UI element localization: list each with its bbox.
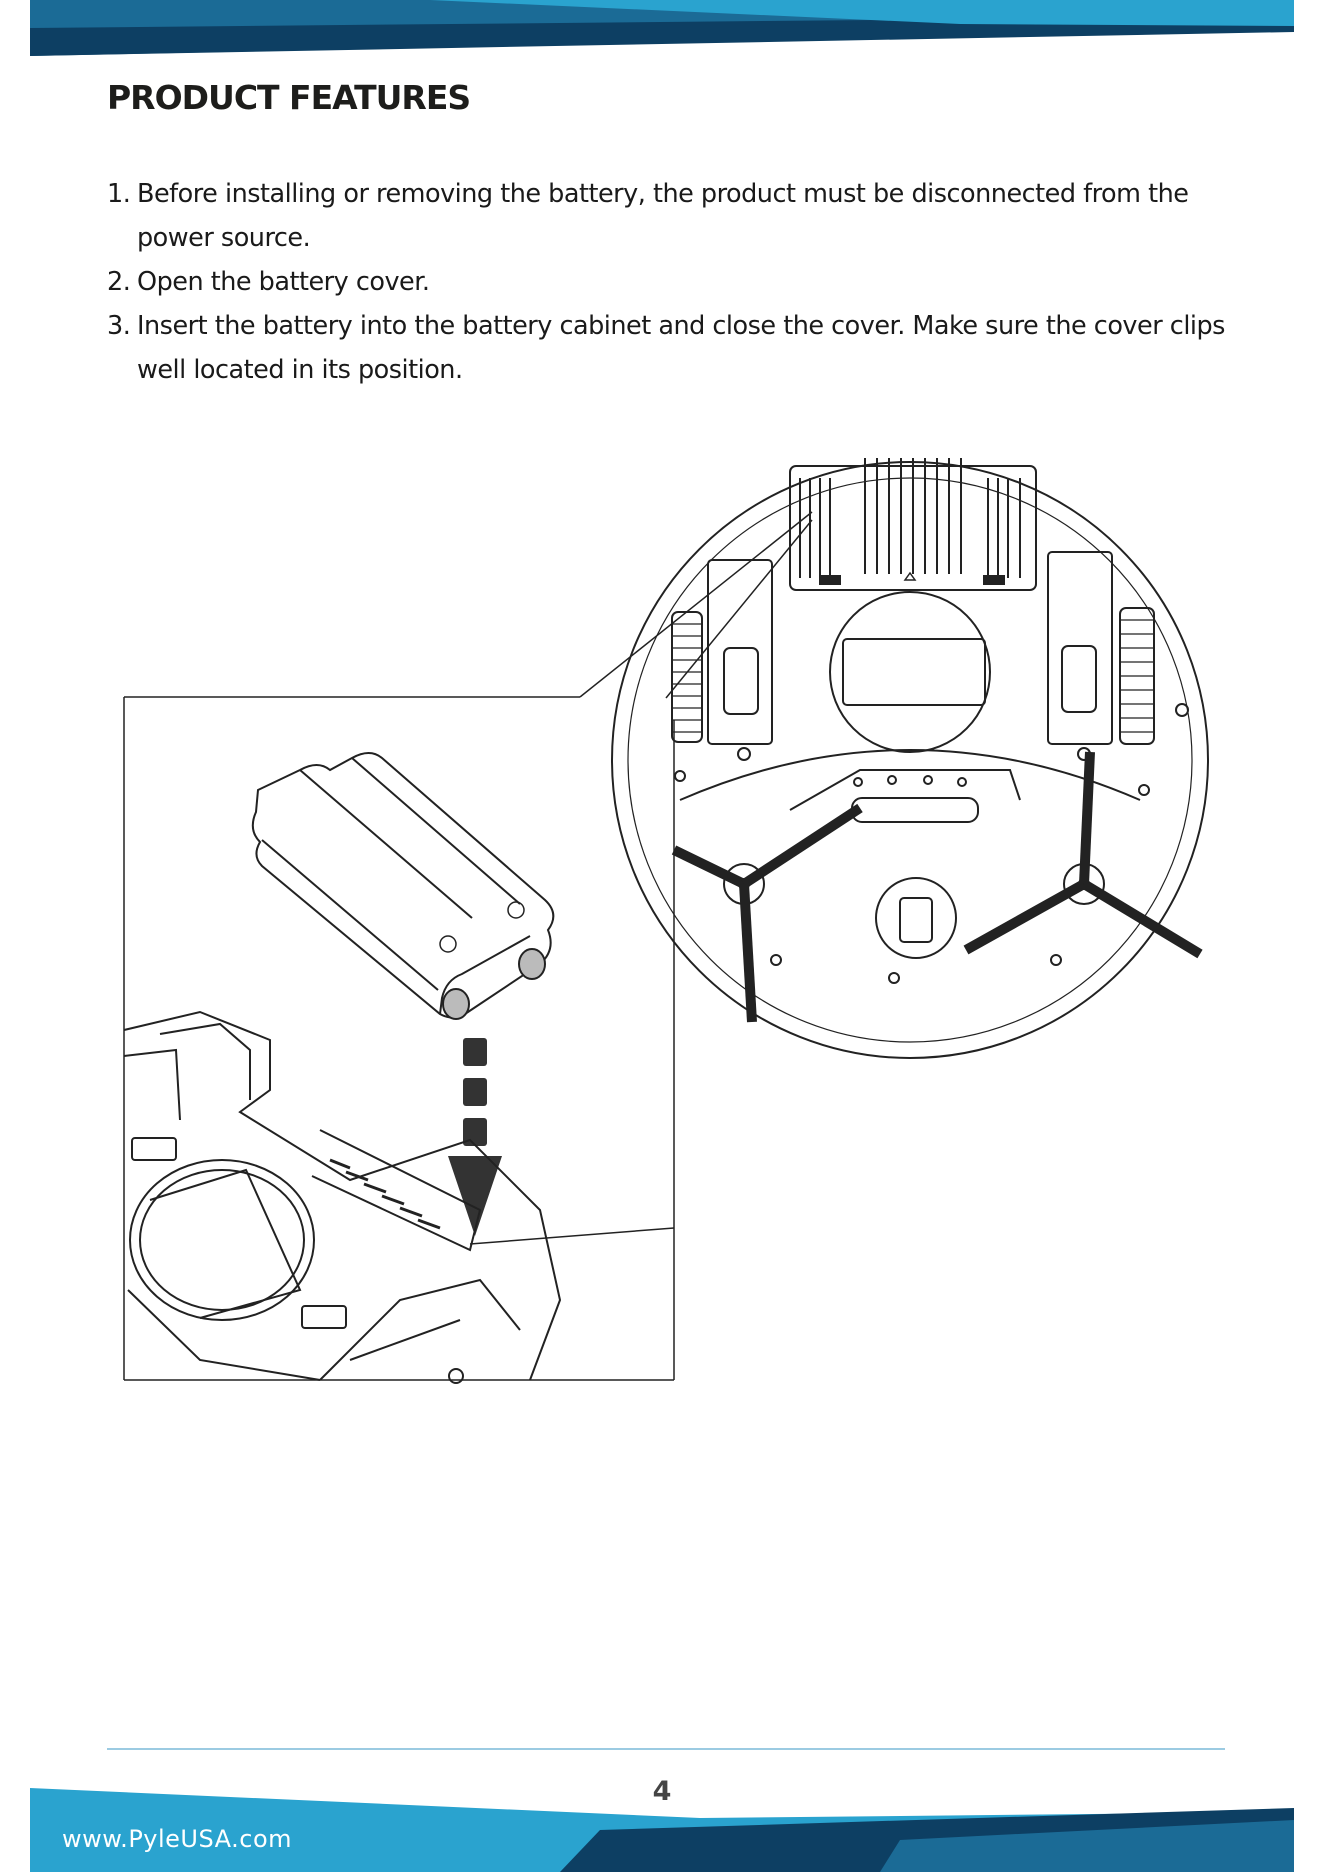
battery-pack-illustration bbox=[253, 753, 554, 1019]
page-number: 4 bbox=[0, 1776, 1324, 1807]
battery-compartment-illustration bbox=[124, 1012, 560, 1383]
down-arrow-icon bbox=[448, 1038, 502, 1236]
robot-vacuum-underside-illustration bbox=[612, 458, 1208, 1058]
footer-rule bbox=[107, 1748, 1225, 1750]
website-link[interactable]: www.PyleUSA.com bbox=[62, 1825, 292, 1853]
battery-installation-figure bbox=[0, 0, 1324, 1450]
